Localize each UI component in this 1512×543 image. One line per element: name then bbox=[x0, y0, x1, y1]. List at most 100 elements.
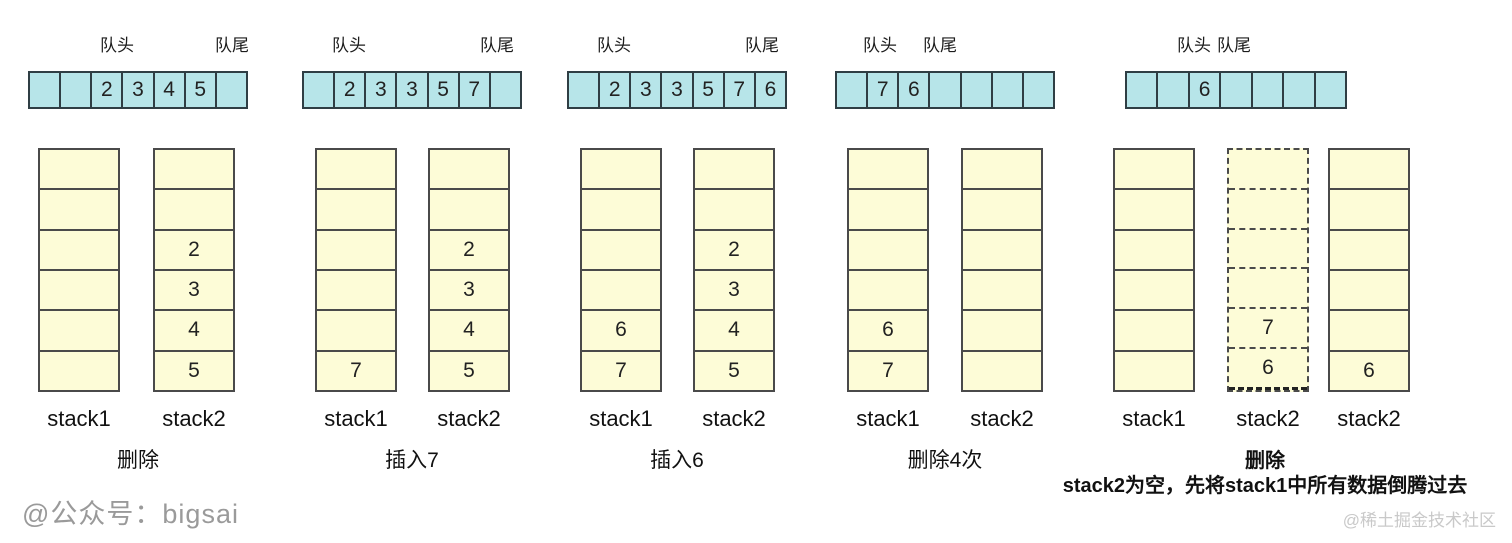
queue-array: 6 bbox=[1125, 71, 1347, 109]
stack-cell: 5 bbox=[728, 358, 740, 382]
operation-caption: 插入6 bbox=[650, 449, 704, 472]
stack-cell bbox=[1115, 271, 1193, 312]
queue-cell bbox=[993, 73, 1024, 107]
stack-cell bbox=[582, 190, 660, 231]
queue-head-label: 队头 bbox=[597, 36, 631, 55]
queue-cell: 7 bbox=[868, 73, 900, 107]
queue-head-label: 队头 bbox=[863, 36, 897, 55]
stack1-label: stack1 bbox=[47, 406, 111, 431]
queue-tail-label: 队尾 bbox=[480, 36, 514, 55]
stack2-label: stack2 bbox=[702, 406, 766, 431]
stack-cell: 4 bbox=[155, 311, 233, 352]
stack1 bbox=[38, 148, 120, 392]
stack-cell bbox=[1330, 271, 1408, 312]
stack-cell bbox=[963, 311, 1041, 352]
stack-cell bbox=[1229, 230, 1307, 270]
stack-cell: 7 bbox=[615, 358, 627, 382]
stack1-label: stack1 bbox=[856, 406, 920, 431]
stack-cell bbox=[1115, 311, 1193, 352]
stack-cell: 2 bbox=[430, 231, 508, 271]
stack2-label: stack2 bbox=[1236, 406, 1300, 431]
stack-cell bbox=[1229, 190, 1307, 230]
queue-cell bbox=[491, 73, 520, 107]
stack-cell bbox=[317, 190, 395, 231]
stack-cell: 3 bbox=[695, 271, 773, 312]
stack-cell bbox=[40, 231, 118, 271]
queue-cell bbox=[962, 73, 993, 107]
queue-cell: 3 bbox=[366, 73, 398, 107]
queue-tail-label: 队尾 bbox=[1217, 36, 1251, 55]
queue-cell: 5 bbox=[186, 73, 217, 107]
stack-cell bbox=[317, 271, 395, 312]
stack-cell: 2 bbox=[155, 231, 233, 271]
stack2-label: stack2 bbox=[437, 406, 501, 431]
stack1-label: stack1 bbox=[589, 406, 653, 431]
queue-cell: 7 bbox=[460, 73, 491, 107]
stack2: 6 bbox=[1328, 148, 1410, 392]
stack-cell bbox=[1115, 352, 1193, 390]
stack-cell bbox=[1330, 231, 1408, 271]
stack-cell bbox=[40, 352, 118, 390]
stack-cell bbox=[963, 231, 1041, 271]
stack-cell bbox=[1330, 311, 1408, 352]
queue-cell: 6 bbox=[1190, 73, 1222, 107]
stack2-label: stack2 bbox=[970, 406, 1034, 431]
stack-cell bbox=[849, 190, 927, 231]
stack-cell bbox=[1229, 269, 1307, 310]
stack-cell bbox=[40, 271, 118, 312]
queue-cell bbox=[1316, 73, 1345, 107]
queue-cell: 5 bbox=[694, 73, 725, 107]
stack-cell bbox=[963, 150, 1041, 191]
stack-cell bbox=[40, 150, 118, 191]
stack-cell bbox=[582, 231, 660, 271]
queue-cell: 3 bbox=[631, 73, 663, 107]
queue-cell bbox=[569, 73, 601, 107]
stack-cell bbox=[849, 231, 927, 271]
queue-cell bbox=[1158, 73, 1190, 107]
queue-cell: 6 bbox=[899, 73, 931, 107]
queue-cell bbox=[217, 73, 246, 107]
stack-cell: 6 bbox=[582, 311, 660, 352]
operation-caption: 删除 bbox=[117, 449, 159, 472]
caption-line1: 删除 bbox=[1245, 450, 1285, 472]
stack1-label: stack1 bbox=[1122, 406, 1186, 431]
stack-cell bbox=[1229, 150, 1307, 190]
stack-cell bbox=[695, 190, 773, 231]
stack-cell bbox=[1330, 150, 1408, 191]
stack-cell bbox=[849, 150, 927, 191]
queue-cell: 4 bbox=[155, 73, 186, 107]
stack-cell bbox=[317, 150, 395, 191]
queue-cell bbox=[304, 73, 336, 107]
stack-cell bbox=[963, 352, 1041, 390]
queue-cell bbox=[1127, 73, 1159, 107]
queue-cell: 5 bbox=[429, 73, 460, 107]
queue-cell bbox=[837, 73, 869, 107]
queue-cell bbox=[1284, 73, 1316, 107]
stack-cell bbox=[963, 190, 1041, 231]
stack1 bbox=[1113, 148, 1195, 392]
stack-cell bbox=[40, 311, 118, 352]
queue-cell: 7 bbox=[725, 73, 756, 107]
stack-cell: 5 bbox=[463, 358, 475, 382]
queue-head-label: 队头 bbox=[100, 36, 134, 55]
stack-cell bbox=[155, 190, 233, 231]
stack-cell bbox=[40, 190, 118, 231]
operation-caption-transfer: 删除 stack2为空，先将stack1中所有数据倒腾过去 bbox=[1040, 449, 1490, 499]
queue-cell: 3 bbox=[123, 73, 155, 107]
queue-cell: 2 bbox=[92, 73, 124, 107]
stack-cell bbox=[849, 271, 927, 312]
queue-head-label: 队头 bbox=[1177, 36, 1211, 55]
stack2-label: stack2 bbox=[1337, 406, 1401, 431]
queue-tail-label: 队尾 bbox=[745, 36, 779, 55]
stack-cell: 4 bbox=[695, 311, 773, 352]
